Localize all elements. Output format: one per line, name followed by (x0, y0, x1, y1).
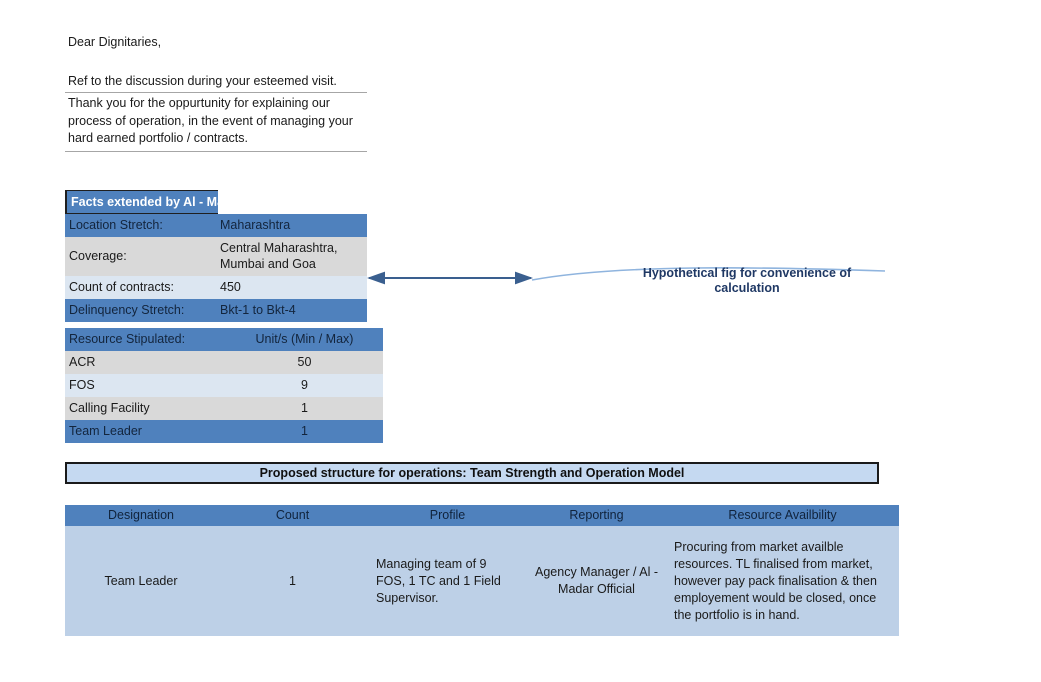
resource-row-label-acr: ACR (65, 351, 226, 374)
callout-curve-line (531, 267, 886, 281)
table-row: Coverage: Central Maharashtra, Mumbai an… (65, 237, 367, 276)
letter-reference-line: Ref to the discussion during your esteem… (65, 71, 367, 93)
facts-row-value-coverage: Central Maharashtra, Mumbai and Goa (216, 237, 367, 276)
facts-row-value-delinquency: Bkt-1 to Bkt-4 (216, 299, 367, 322)
resource-table: Resource Stipulated: Unit/s (Min / Max) … (65, 328, 383, 443)
table-row: Team Leader 1 Managing team of 9 FOS, 1 … (65, 526, 899, 636)
facts-row-label-location: Location Stretch: (65, 214, 216, 237)
structure-cell-resource-availability: Procuring from market availble resources… (666, 526, 899, 636)
callout-line-2: calculation (714, 281, 780, 295)
structure-header-profile: Profile (368, 505, 527, 526)
proposed-structure-title: Proposed structure for operations: Team … (259, 466, 685, 480)
facts-row-label-delinquency: Delinquency Stretch: (65, 299, 216, 322)
resource-row-value-teamleader: 1 (226, 420, 383, 443)
letter-paragraph: Thank you for the oppurtunity for explai… (65, 93, 367, 152)
annotation-connector (367, 267, 886, 285)
facts-row-value-contracts: 450 (216, 276, 367, 299)
resource-row-value-calling: 1 (226, 397, 383, 420)
structure-header-count: Count (217, 505, 368, 526)
facts-table-header-label: Facts extended by Al - Ma (65, 190, 218, 214)
table-row: Delinquency Stretch: Bkt-1 to Bkt-4 (65, 299, 367, 322)
structure-table-header-row: Designation Count Profile Reporting Reso… (65, 505, 899, 526)
structure-header-resource-availability: Resource Availbility (666, 505, 899, 526)
letter-spacer (65, 53, 367, 71)
structure-header-designation: Designation (65, 505, 217, 526)
structure-header-reporting: Reporting (527, 505, 666, 526)
table-row: ACR 50 (65, 351, 383, 374)
table-row: FOS 9 (65, 374, 383, 397)
structure-cell-reporting: Agency Manager / Al - Madar Official (527, 526, 666, 636)
proposed-structure-banner: Proposed structure for operations: Team … (65, 462, 879, 484)
table-row: Calling Facility 1 (65, 397, 383, 420)
structure-cell-profile: Managing team of 9 FOS, 1 TC and 1 Field… (368, 526, 527, 636)
letter-greeting: Dear Dignitaries, (68, 35, 162, 49)
facts-row-label-coverage: Coverage: (65, 237, 216, 276)
table-row: Team Leader 1 (65, 420, 383, 443)
resource-row-label-calling: Calling Facility (65, 397, 226, 420)
facts-row-value-location: Maharashtra (216, 214, 367, 237)
callout-line-1: Hypothetical fig for convenience of (642, 266, 852, 280)
facts-row-label-contracts: Count of contracts: (65, 276, 216, 299)
resource-header-value: Unit/s (Min / Max) (226, 328, 383, 351)
resource-row-label-teamleader: Team Leader (65, 420, 226, 443)
resource-table-header-row: Resource Stipulated: Unit/s (Min / Max) (65, 328, 383, 351)
facts-table-header-row: Facts extended by Al - Ma (65, 190, 367, 214)
structure-cell-count: 1 (217, 526, 368, 636)
callout-annotation: Hypothetical fig for convenience of calc… (607, 266, 887, 296)
table-row: Count of contracts: 450 (65, 276, 367, 299)
structure-table: Designation Count Profile Reporting Reso… (65, 505, 899, 636)
facts-table: Facts extended by Al - Ma Location Stret… (65, 190, 367, 322)
structure-cell-designation: Team Leader (65, 526, 217, 636)
resource-row-value-fos: 9 (226, 374, 383, 397)
resource-header-label: Resource Stipulated: (65, 328, 226, 351)
resource-row-label-fos: FOS (65, 374, 226, 397)
table-row: Location Stretch: Maharashtra (65, 214, 367, 237)
facts-table-header-cell: Facts extended by Al - Ma (65, 190, 367, 214)
resource-row-value-acr: 50 (226, 351, 383, 374)
letter-intro-block: Dear Dignitaries, Ref to the discussion … (65, 32, 367, 152)
